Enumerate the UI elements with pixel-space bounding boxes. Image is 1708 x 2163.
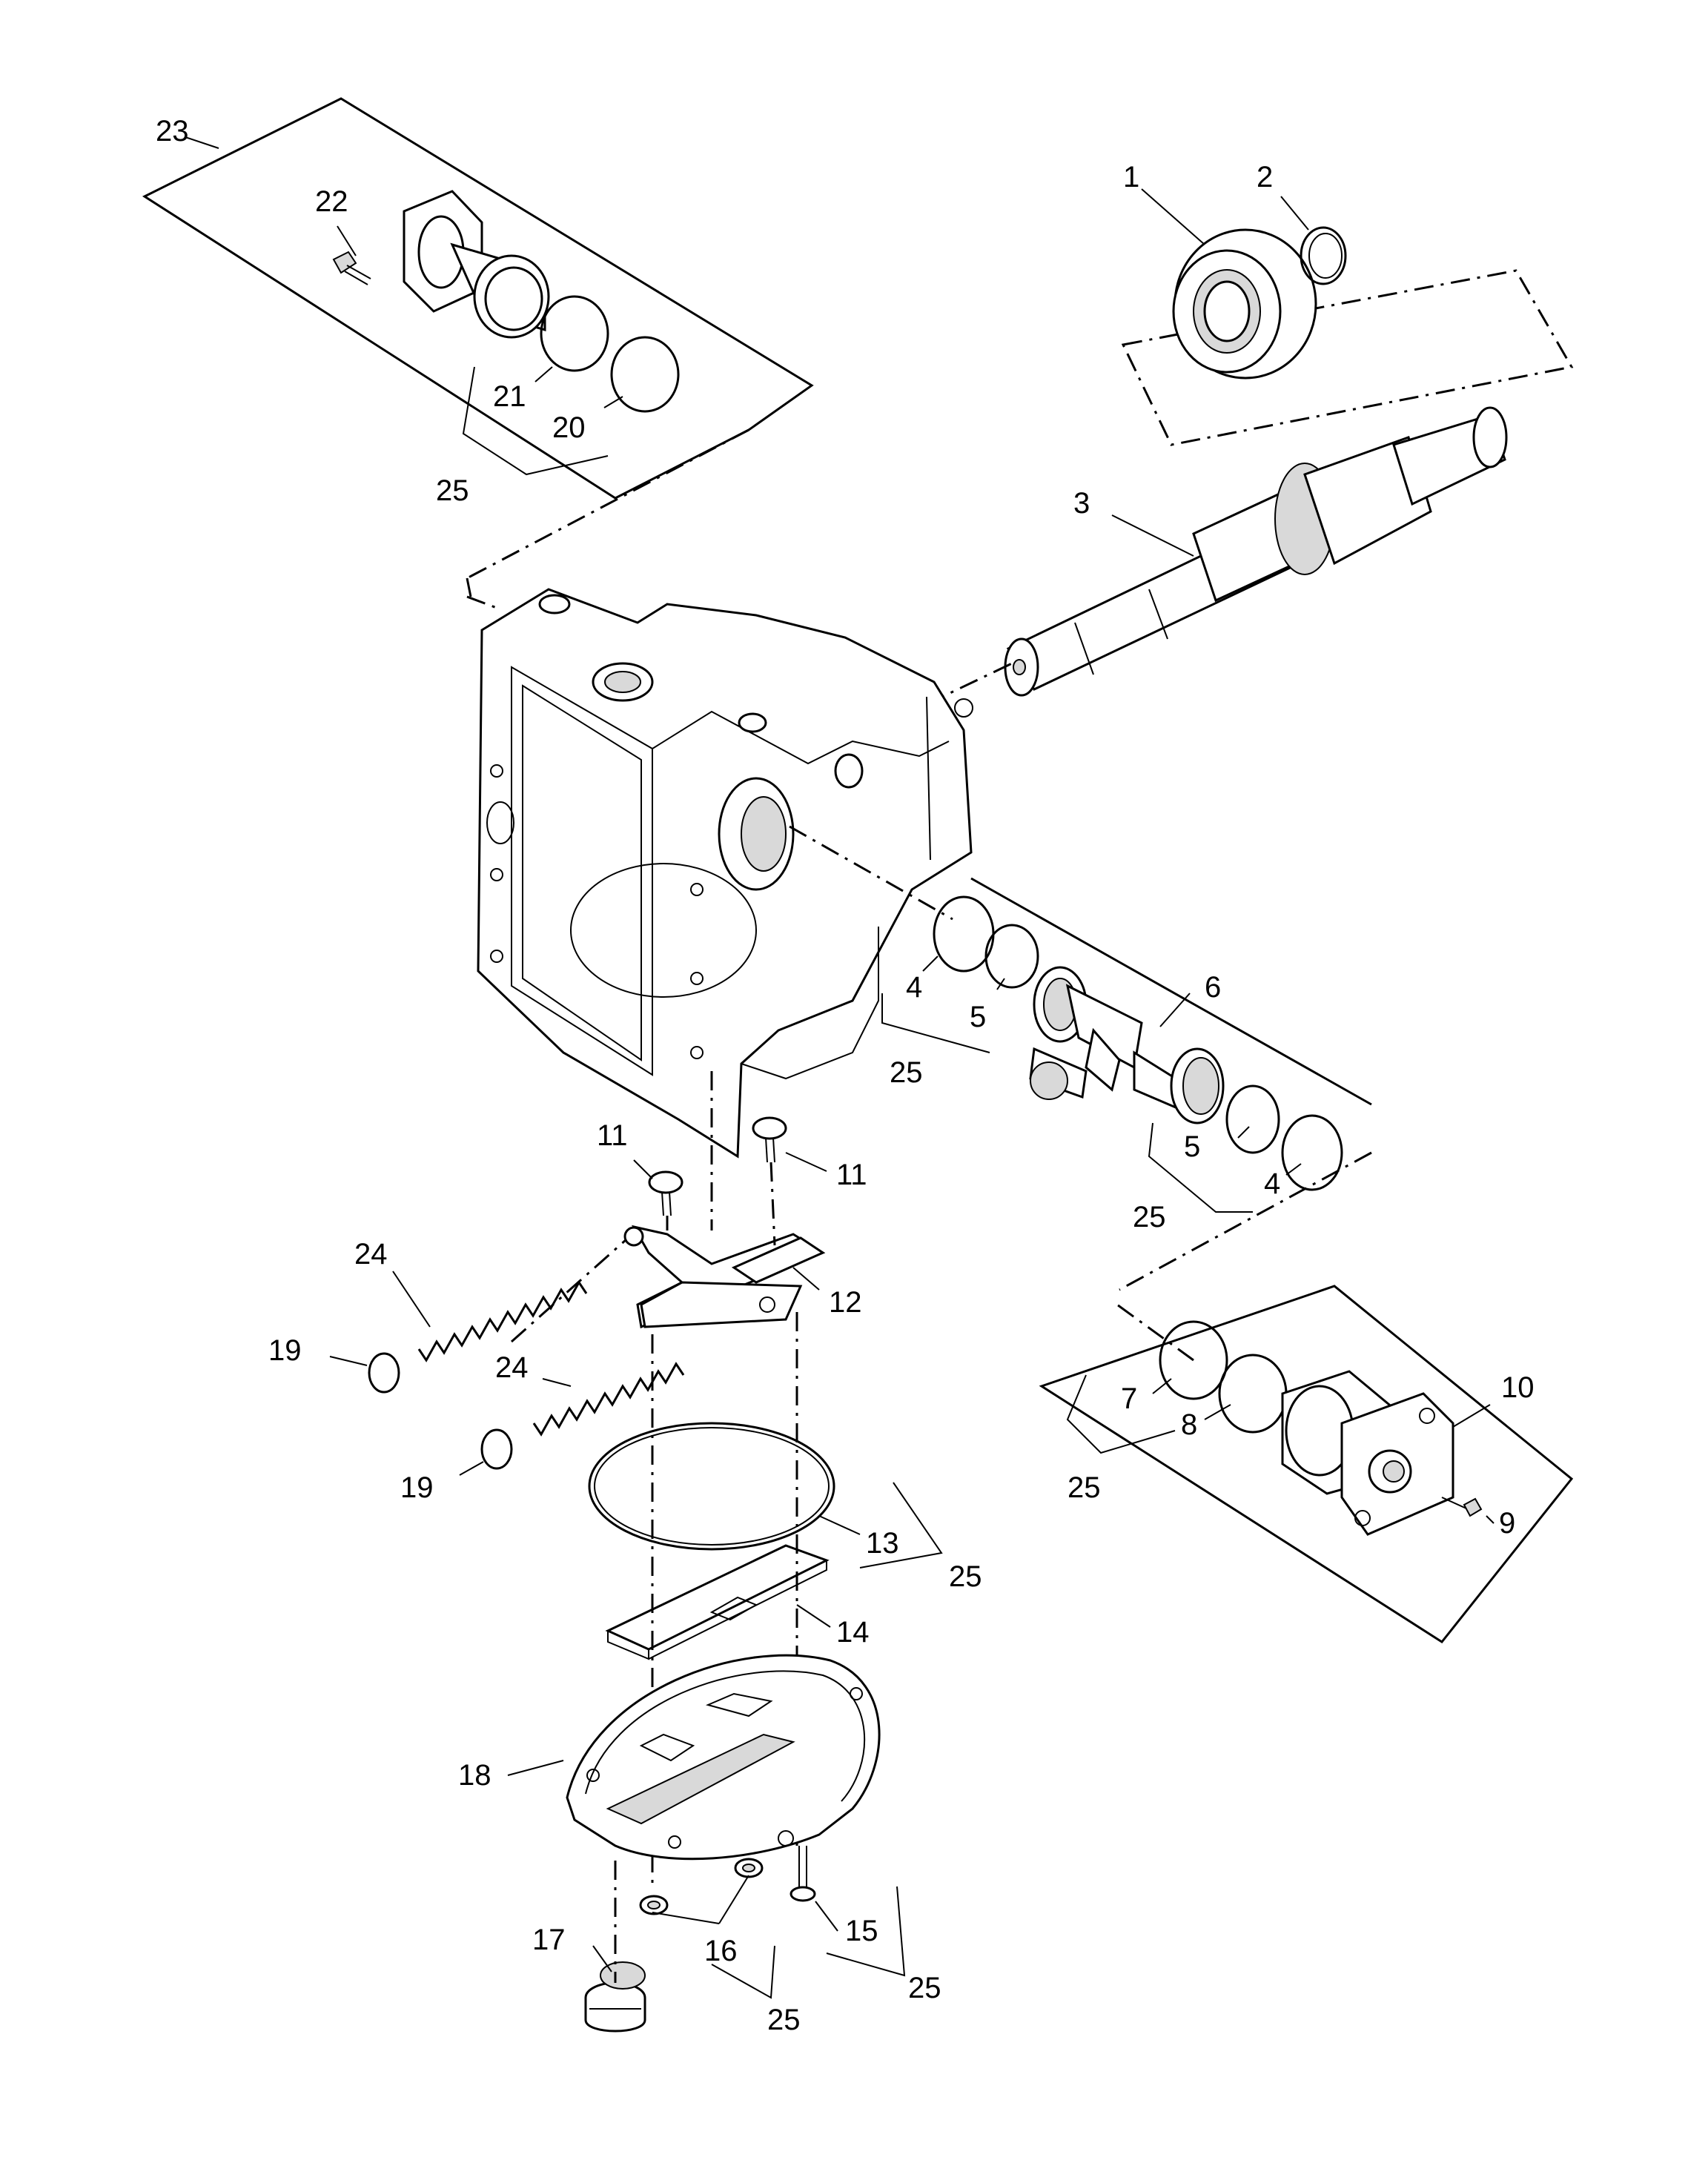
callout-1: 1 — [1123, 161, 1139, 193]
o-ring-20 — [610, 336, 680, 413]
callout-11-left: 11 — [597, 1119, 628, 1152]
cover-plate-18 — [566, 1654, 881, 1861]
pin-11-right — [752, 1116, 787, 1163]
callout-4-left: 4 — [906, 971, 922, 1004]
callout-6: 6 — [1205, 971, 1221, 1004]
kit-box-10 — [1039, 1285, 1574, 1643]
cross-shaft-6 — [1029, 966, 1225, 1124]
bearing-1 — [1172, 228, 1317, 380]
leader-lines — [185, 136, 1494, 1972]
callout-25-nut16: 25 — [767, 2004, 801, 2036]
kit-box-23 — [142, 97, 814, 597]
callout-7: 7 — [1121, 1382, 1137, 1415]
callout-25-top: 25 — [436, 474, 469, 507]
snap-ring-2 — [1300, 226, 1347, 285]
o-ring-4-left — [933, 895, 995, 973]
pin-11-left — [648, 1170, 683, 1216]
bolt-9 — [1441, 1497, 1483, 1517]
callout-25-bolt15: 25 — [908, 1972, 941, 2004]
callout-17: 17 — [532, 1924, 566, 1956]
o-ring-13-inner — [594, 1427, 830, 1546]
callout-25-oring13: 25 — [949, 1560, 982, 1593]
callout-4-right: 4 — [1264, 1167, 1280, 1200]
o-ring-13 — [588, 1422, 835, 1551]
callout-19-upper: 19 — [268, 1334, 302, 1367]
plug-17 — [584, 1961, 646, 2033]
callout-labels: 1 2 3 4 4 5 5 6 7 8 9 10 11 11 12 13 14 … — [156, 115, 1535, 2036]
callout-25-cover10: 25 — [1068, 1471, 1101, 1504]
callout-24-upper: 24 — [354, 1238, 388, 1271]
callout-3: 3 — [1073, 487, 1090, 520]
plate-14 — [605, 1544, 830, 1660]
lever-12 — [623, 1225, 826, 1329]
bolt-15 — [790, 1846, 816, 1902]
callout-15: 15 — [845, 1915, 878, 1947]
kit-box-1-2 — [1121, 269, 1574, 446]
plug-19-lower — [480, 1428, 513, 1470]
callout-11-right: 11 — [836, 1159, 867, 1191]
bolt-22 — [332, 251, 371, 285]
axis-spring-upper — [511, 1238, 627, 1343]
o-ring-4-right — [1281, 1114, 1343, 1191]
callout-2: 2 — [1257, 161, 1273, 193]
callout-12: 12 — [829, 1286, 862, 1319]
callout-13: 13 — [866, 1527, 899, 1560]
callout-22: 22 — [315, 185, 348, 218]
o-ring-8 — [1218, 1354, 1288, 1434]
o-ring-7 — [1159, 1320, 1228, 1400]
callout-25-mid: 25 — [890, 1056, 923, 1089]
callout-10: 10 — [1501, 1371, 1535, 1404]
pump-housing — [477, 588, 973, 1159]
axis-housing-top — [466, 595, 497, 609]
shaft-3 — [1004, 406, 1508, 697]
callout-20: 20 — [552, 411, 586, 444]
callout-5-right: 5 — [1184, 1130, 1200, 1163]
brackets-25 — [462, 366, 1253, 1999]
o-ring-5-left — [984, 924, 1039, 989]
callout-14: 14 — [836, 1616, 870, 1649]
nut-16-left — [639, 1895, 669, 1915]
spring-24-upper — [417, 1280, 588, 1362]
callout-25-right: 25 — [1133, 1201, 1166, 1233]
cover-flange-10 — [1281, 1370, 1454, 1536]
callout-16: 16 — [704, 1935, 738, 1967]
axis-group-10 — [1111, 1299, 1194, 1362]
callout-24-lower: 24 — [495, 1351, 529, 1384]
callout-23: 23 — [156, 115, 189, 148]
callout-9: 9 — [1499, 1507, 1515, 1540]
spring-24-lower — [532, 1362, 685, 1437]
callout-19-lower: 19 — [400, 1471, 434, 1504]
o-ring-21 — [540, 295, 609, 372]
o-ring-5-right — [1225, 1084, 1280, 1154]
axis-pin-11-right — [769, 1162, 776, 1246]
cover-flange-23 — [403, 190, 550, 339]
axis-housing-side — [789, 825, 953, 921]
nut-16-right — [734, 1858, 764, 1878]
callout-18: 18 — [458, 1759, 491, 1792]
plug-19-upper — [368, 1352, 400, 1394]
callout-21: 21 — [493, 380, 526, 413]
callout-8: 8 — [1181, 1408, 1197, 1441]
callout-5-left: 5 — [970, 1001, 986, 1033]
kit-box-6 — [970, 877, 1372, 1291]
